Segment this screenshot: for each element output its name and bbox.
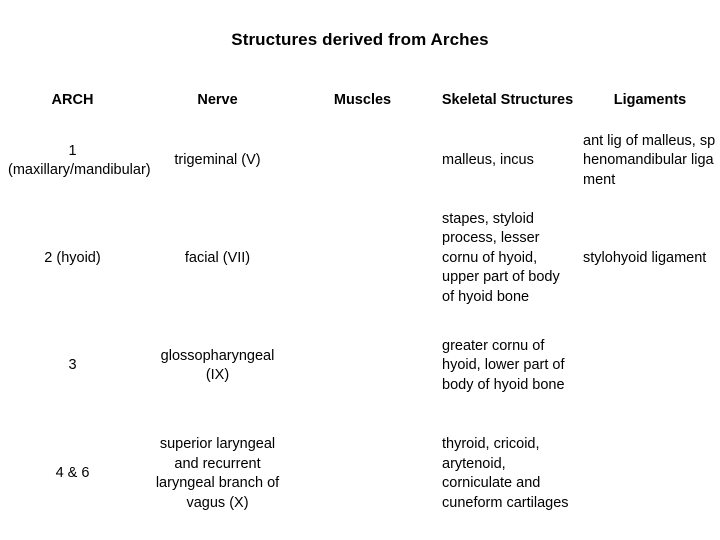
cell-arch-text: 4 & 6 [55, 465, 90, 482]
cell-ligaments: stylohyoid ligament [580, 200, 720, 317]
cell-nerve-text: glossopharyngeal (IX) [160, 347, 275, 384]
cell-arch: 2 (hyoid) [0, 200, 145, 317]
cell-nerve-text: trigeminal (V) [174, 152, 261, 169]
cell-skeletal: malleus, incus [435, 122, 580, 200]
table-row: 4 & 6 superior laryngeal and recurrent l… [0, 415, 720, 533]
cell-ligaments [580, 415, 720, 533]
cell-muscles [290, 200, 435, 317]
cell-nerve: facial (VII) [145, 200, 290, 317]
table-body: 1 (maxillary/mandibular) trigeminal (V) … [0, 122, 720, 533]
cell-arch: 3 [0, 317, 145, 415]
table-header: ARCH Nerve Muscles Skeletal Structures L… [0, 78, 720, 122]
column-header-arch: ARCH [51, 91, 94, 108]
cell-muscles [290, 122, 435, 200]
cell-arch: 4 & 6 [0, 415, 145, 533]
cell-skeletal-text: greater cornu of hyoid, lower part of bo… [442, 337, 565, 393]
cell-skeletal-text: thyroid, cricoid, arytenoid, corniculate… [442, 436, 569, 511]
cell-ligaments [580, 317, 720, 415]
cell-nerve: superior laryngeal and recurrent larynge… [145, 415, 290, 533]
cell-skeletal: greater cornu of hyoid, lower part of bo… [435, 317, 580, 415]
cell-muscles [290, 415, 435, 533]
cell-arch-text: 3 [68, 357, 77, 374]
cell-ligaments-text: ant lig of malleus, sphenomandibular lig… [583, 132, 716, 188]
cell-arch-text: 2 (hyoid) [44, 249, 101, 266]
cell-nerve: trigeminal (V) [145, 122, 290, 200]
column-header-muscles: Muscles [333, 91, 392, 108]
table-row: 2 (hyoid) facial (VII) stapes, styloid p… [0, 200, 720, 317]
header-row: ARCH Nerve Muscles Skeletal Structures L… [0, 78, 720, 122]
page-title: Structures derived from Arches [231, 30, 489, 49]
table-row: 3 glossopharyngeal (IX) greater cornu of… [0, 317, 720, 415]
cell-muscles [290, 317, 435, 415]
cell-skeletal: stapes, styloid process, lesser cornu of… [435, 200, 580, 317]
arch-derivatives-table: ARCH Nerve Muscles Skeletal Structures L… [0, 78, 720, 533]
cell-skeletal-text: malleus, incus [442, 152, 534, 169]
cell-nerve: glossopharyngeal (IX) [145, 317, 290, 415]
cell-skeletal-text: stapes, styloid process, lesser cornu of… [442, 210, 560, 305]
column-header-nerve: Nerve [197, 91, 238, 108]
column-header-ligaments: Ligaments [613, 91, 687, 108]
cell-ligaments-text: stylohyoid ligament [583, 249, 707, 266]
cell-nerve-text: superior laryngeal and recurrent larynge… [155, 436, 280, 511]
cell-arch: 1 (maxillary/mandibular) [0, 122, 151, 200]
cell-ligaments: ant lig of malleus, sphenomandibular lig… [580, 122, 720, 200]
column-header-skeletal: Skeletal Structures [441, 91, 574, 108]
table-row: 1 (maxillary/mandibular) trigeminal (V) … [0, 122, 720, 200]
cell-skeletal: thyroid, cricoid, arytenoid, corniculate… [435, 415, 580, 533]
cell-arch-text: 1 (maxillary/mandibular) [8, 142, 151, 179]
cell-nerve-text: facial (VII) [184, 249, 251, 266]
